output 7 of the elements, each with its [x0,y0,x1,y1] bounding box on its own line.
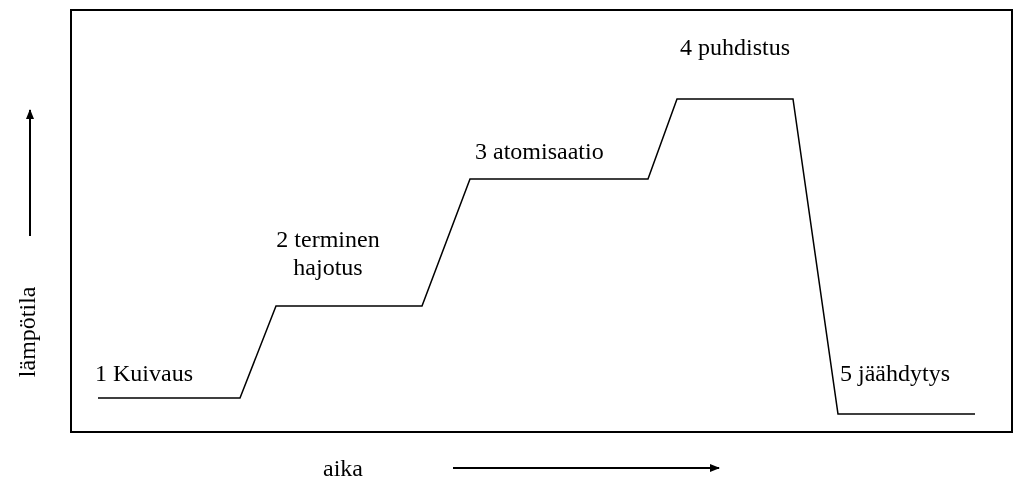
axis-label: lämpötila [13,286,41,378]
axis-label: aika [323,455,363,483]
step-label: 4 puhdistus [680,34,790,62]
step-label: 5 jäähdytys [840,360,950,388]
step-label: 3 atomisaatio [475,138,604,166]
step-label: 2 terminen hajotus [275,226,381,282]
step-label: 1 Kuivaus [95,360,193,388]
